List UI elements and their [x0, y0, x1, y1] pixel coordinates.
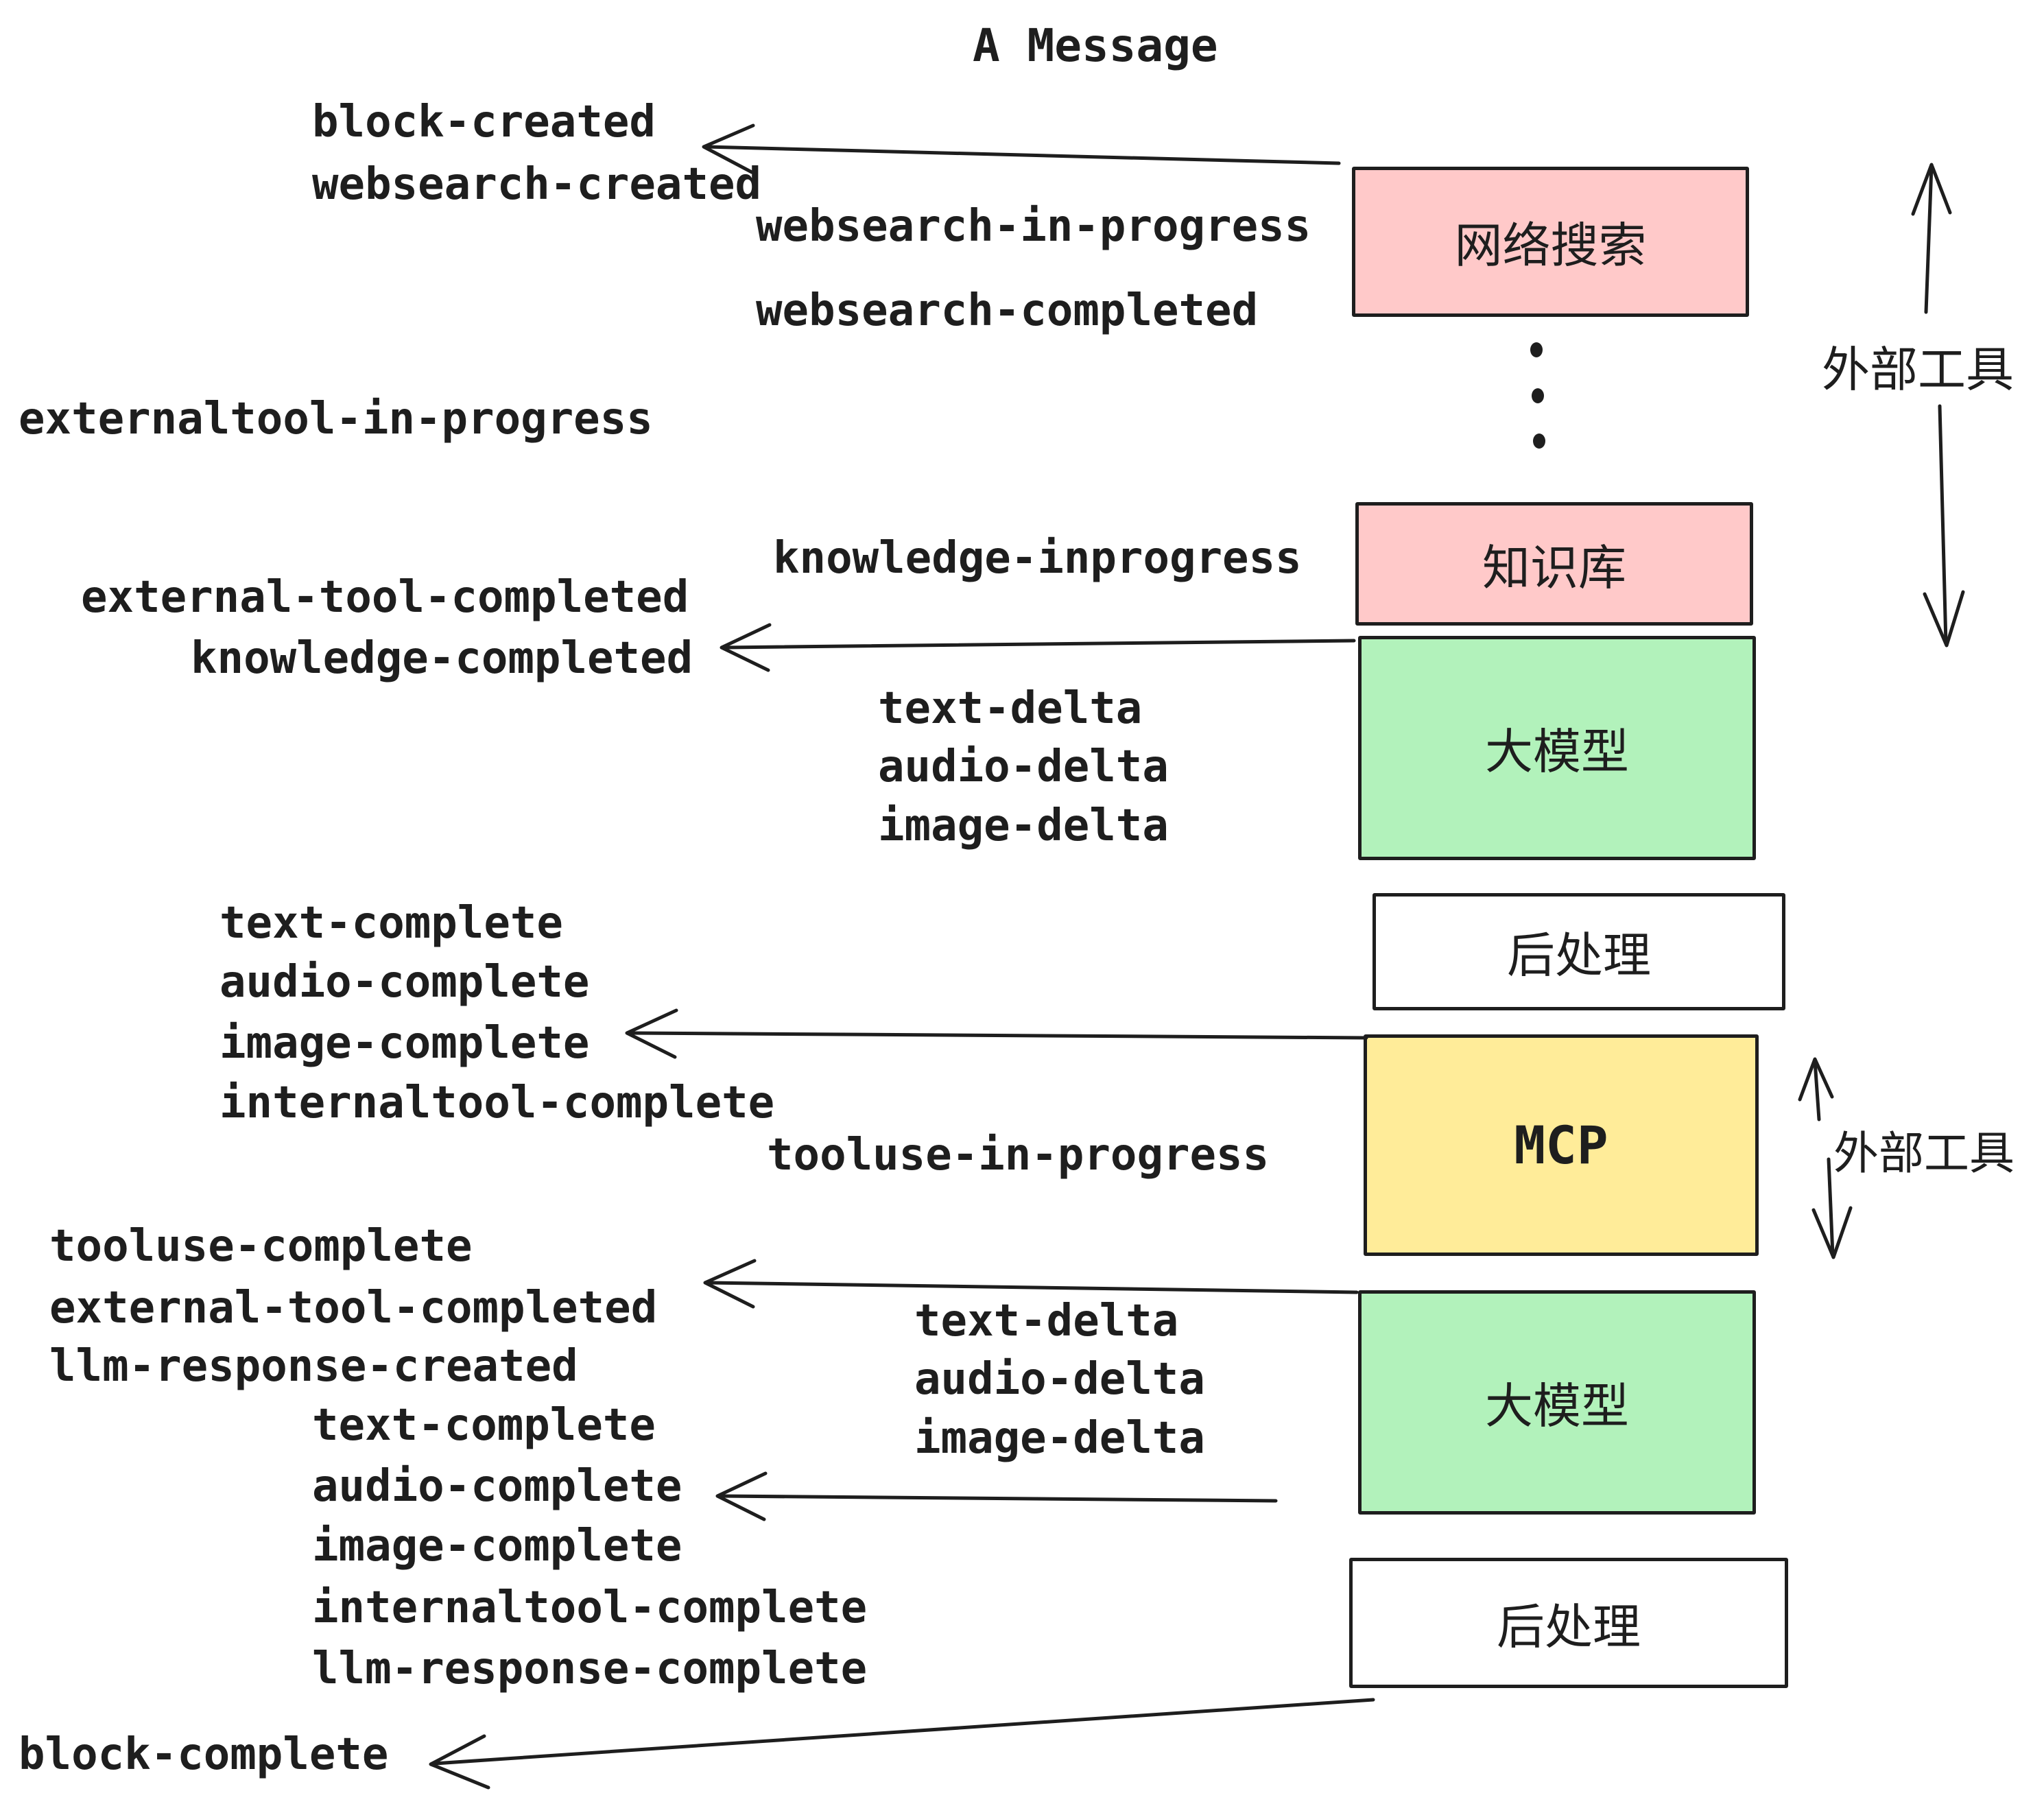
- event-label-block-complete: block-complete: [19, 1729, 389, 1780]
- arrow-to-audio-complete-icon: [715, 1471, 1278, 1521]
- event-label-websearch-created: websearch-created: [312, 159, 762, 210]
- box-post-processing-2-label: 后处理: [1497, 1598, 1641, 1655]
- event-label-knowledge-inprogress: knowledge-inprogress: [773, 533, 1302, 584]
- event-label-internaltool-complete-2: internaltool-complete: [312, 1582, 868, 1633]
- side-label-external-tools-1: 外部工具: [1822, 342, 2014, 398]
- external-tools-down-arrow-1-icon: [1923, 404, 1965, 648]
- event-label-audio-delta-2: audio-delta: [914, 1354, 1205, 1405]
- box-post-processing-1-label: 后处理: [1507, 927, 1651, 984]
- event-label-external-tool-completed-2: external-tool-completed: [49, 1283, 658, 1333]
- box-post-processing-1: 后处理: [1372, 893, 1785, 1010]
- box-websearch-label: 网络搜索: [1454, 217, 1647, 274]
- event-label-external-tool-completed: external-tool-completed: [81, 572, 689, 623]
- box-llm-1: 大模型: [1358, 636, 1756, 860]
- continuation-dots-icon: [1530, 342, 1545, 449]
- box-knowledge: 知识库: [1355, 502, 1753, 626]
- diagram-title: A Message: [973, 19, 1218, 72]
- arrow-to-knowledge-completed-icon: [720, 623, 1356, 672]
- box-knowledge-label: 知识库: [1482, 539, 1626, 596]
- event-label-llm-response-complete: llm-response-complete: [312, 1643, 868, 1694]
- event-label-audio-complete-2: audio-complete: [312, 1461, 682, 1512]
- box-mcp-label: MCP: [1514, 1115, 1608, 1176]
- event-label-text-delta-2: text-delta: [914, 1296, 1179, 1346]
- event-label-image-delta-2: image-delta: [914, 1413, 1205, 1464]
- box-post-processing-2: 后处理: [1349, 1558, 1788, 1688]
- box-mcp: MCP: [1364, 1034, 1759, 1256]
- side-label-external-tools-2: 外部工具: [1833, 1127, 2015, 1180]
- box-llm-2: 大模型: [1358, 1290, 1756, 1515]
- event-label-internaltool-complete: internaltool-complete: [219, 1078, 775, 1128]
- box-llm-1-label: 大模型: [1485, 724, 1629, 780]
- event-label-block-created: block-created: [312, 97, 656, 147]
- external-tools-up-arrow-2-icon: [1798, 1057, 1834, 1121]
- event-label-externaltool-in-progress: externaltool-in-progress: [19, 394, 653, 444]
- event-label-tooluse-in-progress: tooluse-in-progress: [767, 1130, 1270, 1180]
- event-label-image-delta: image-delta: [878, 800, 1169, 851]
- event-label-text-complete-2: text-complete: [312, 1400, 656, 1451]
- arrow-to-websearch-created-icon: [702, 123, 1341, 174]
- event-label-tooluse-complete: tooluse-complete: [49, 1221, 473, 1272]
- event-label-knowledge-completed: knowledge-completed: [191, 633, 693, 684]
- event-label-text-complete: text-complete: [219, 898, 563, 949]
- external-tools-up-arrow-1-icon: [1911, 163, 1952, 314]
- box-websearch: 网络搜索: [1352, 167, 1749, 317]
- event-label-text-delta: text-delta: [878, 683, 1143, 734]
- event-label-websearch-in-progress: websearch-in-progress: [756, 201, 1311, 252]
- arrow-to-block-complete-icon: [429, 1698, 1375, 1790]
- event-label-audio-delta: audio-delta: [878, 741, 1169, 792]
- event-label-websearch-completed: websearch-completed: [756, 285, 1259, 336]
- box-llm-2-label: 大模型: [1485, 1378, 1629, 1434]
- event-label-image-complete-2: image-complete: [312, 1521, 682, 1571]
- event-label-image-complete: image-complete: [219, 1018, 590, 1069]
- arrow-to-image-complete-icon: [625, 1008, 1368, 1059]
- event-label-audio-complete: audio-complete: [219, 957, 590, 1008]
- event-label-llm-response-created: llm-response-created: [49, 1341, 578, 1392]
